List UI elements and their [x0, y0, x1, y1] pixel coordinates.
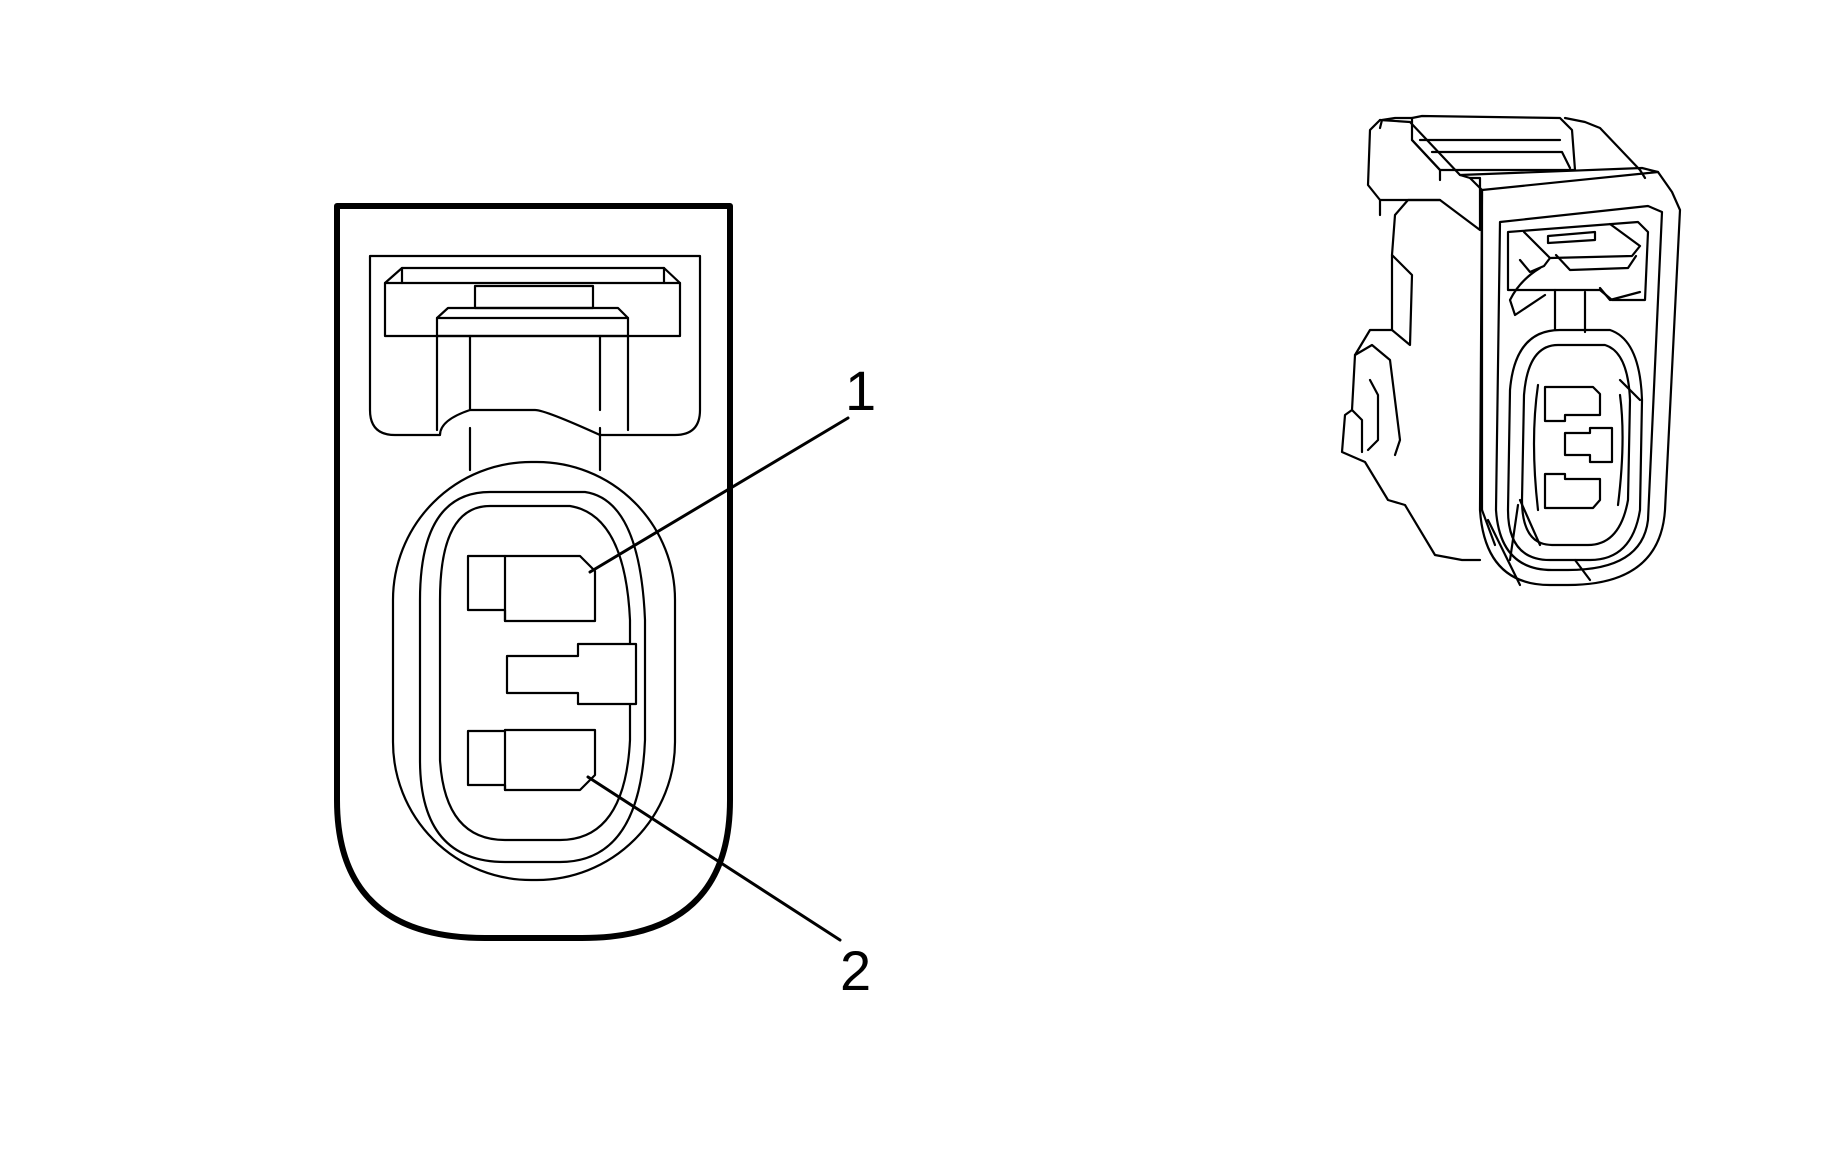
seal-ring-inner: [418, 490, 647, 864]
iso-terminal-2: [1543, 472, 1602, 510]
callout-1-leader: [588, 416, 850, 574]
iso-seal-outer: [1506, 328, 1644, 562]
terminal-2: [466, 728, 597, 792]
iso-latch-top: [1410, 114, 1577, 172]
callout-2-label: 2: [840, 939, 871, 1002]
housing-outline: [334, 203, 733, 941]
iso-latch-window: [1506, 220, 1650, 302]
iso-housing-left: [1340, 118, 1482, 562]
terminal-1: [466, 554, 597, 623]
iso-front-face: [1478, 170, 1682, 587]
iso-seal-inner: [1520, 343, 1632, 547]
callout-1-label: 1: [845, 359, 876, 422]
connector-front-view: 1 2: [334, 203, 876, 1002]
terminal-middle: [505, 642, 638, 706]
latch-bar: [383, 266, 682, 338]
callout-2-leader: [586, 775, 842, 942]
latch-neck: [468, 426, 602, 472]
iso-terminal-1: [1543, 385, 1602, 423]
terminal-cavity: [438, 504, 632, 842]
seal-ring-outer: [391, 460, 677, 882]
connector-isometric-view: [1340, 114, 1682, 587]
latch-recess: [368, 254, 702, 437]
iso-terminal-middle: [1563, 426, 1614, 464]
